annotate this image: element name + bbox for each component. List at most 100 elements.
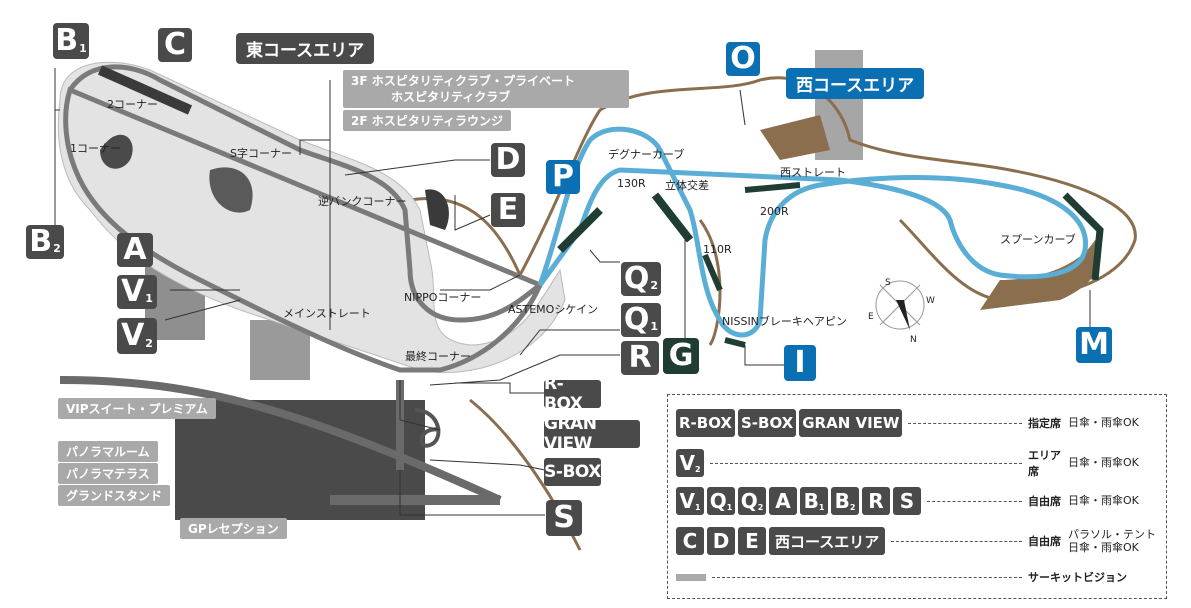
seat-c-badge[interactable]: C [158, 28, 192, 62]
seat-s-badge[interactable]: S [546, 500, 582, 536]
legend-row4-badges: C D E 西コースエリア [676, 527, 886, 555]
seat-e-letter: E [497, 192, 519, 227]
legend-row1-note: 日傘・雨傘OK [1068, 416, 1139, 430]
legend-row5-type: サーキットビジョン [1028, 571, 1127, 584]
stand-m [1062, 192, 1104, 281]
legend-rbox: R-BOX [676, 409, 735, 437]
service-road-hairpin [698, 219, 722, 346]
seat-v1-sub: 1 [145, 292, 153, 305]
legend-r: R [862, 487, 890, 515]
leader-lines [54, 68, 1091, 516]
legend-row4-note: パラソル・テント 日傘・雨傘OK [1068, 528, 1160, 554]
corner-2: 2コーナー [107, 98, 158, 111]
seat-q2-letter: Q [623, 261, 650, 296]
seat-c-letter: C [163, 27, 187, 62]
seat-b1-letter: B [55, 23, 79, 58]
legend-q2-letter: Q [740, 489, 758, 513]
corner-degner: デグナーカーブ [608, 148, 685, 161]
stand-110r [702, 253, 723, 292]
legend-row3-note: 日傘・雨傘OK [1068, 494, 1139, 508]
legend-granview: GRAN VIEW [799, 409, 903, 437]
seat-p-letter: P [552, 159, 574, 194]
hospitality-2f-label: 2F ホスピタリティラウンジ [343, 110, 512, 131]
hospitality-3f-line2: ホスピタリティクラブ [391, 90, 511, 105]
seat-r-badge[interactable]: R [621, 341, 659, 375]
corner-hairpin: NISSINブレーキヘアピン [722, 315, 847, 328]
legend-row-vision: サーキットビジョン [676, 569, 1160, 585]
legend-v1-letter: V [679, 489, 695, 513]
legend-v2-letter: V [679, 451, 695, 475]
corner-final: 最終コーナー [405, 350, 471, 363]
grandstand-label: グランドスタンド [58, 485, 171, 506]
corner-reverse-bank: 逆バンクコーナー [318, 195, 407, 208]
panorama-room-label: パノラマルーム [58, 441, 158, 462]
infield-shape [100, 134, 133, 169]
west-track [537, 126, 1089, 338]
legend-row4-note2: 日傘・雨傘OK [1068, 541, 1139, 554]
hospitality-3f-line1: 3F ホスピタリティクラブ・プライベート [351, 74, 576, 88]
east-track [63, 64, 544, 373]
legend-b2-sub: 2 [849, 503, 856, 512]
legend-row-reserved: R-BOX S-BOX GRAN VIEW 指定席 日傘・雨傘OK [676, 409, 1160, 437]
seat-o-letter: O [730, 41, 756, 76]
seat-v2-sub: 2 [145, 337, 153, 350]
legend-b2-letter: B [834, 489, 850, 513]
legend-row-free-parasol: C D E 西コースエリア 自由席 パラソル・テント 日傘・雨傘OK [676, 527, 1160, 555]
seat-v1-letter: V [121, 274, 145, 309]
corner-overpass: 立体交差 [665, 179, 709, 192]
seat-e-badge[interactable]: E [491, 193, 525, 227]
seat-i-letter: I [794, 345, 806, 380]
corner-130r: 130R [617, 177, 646, 190]
seat-i-badge[interactable]: I [784, 345, 816, 381]
sbox-badge[interactable]: S-BOX [544, 458, 601, 486]
legend-dash [927, 500, 1022, 502]
seat-p-badge[interactable]: P [546, 160, 580, 194]
legend-s: S [893, 487, 921, 515]
compass-w: W [926, 296, 935, 306]
legend-west-area: 西コースエリア [769, 527, 886, 555]
legend-e: E [738, 527, 766, 555]
granview-badge[interactable]: GRAN VIEW [544, 414, 640, 454]
stand-c [97, 65, 193, 115]
corner-nippo: NIPPOコーナー [404, 291, 482, 304]
seat-d-badge[interactable]: D [491, 143, 525, 177]
compass [875, 280, 925, 330]
legend-dash [908, 422, 1022, 424]
stand-g [651, 192, 694, 243]
hill-area [760, 115, 830, 160]
corner-astemo: ASTEMOシケイン [508, 303, 599, 316]
seat-a-badge[interactable]: A [117, 233, 153, 267]
legend-row4-note1: パラソル・テント [1068, 527, 1156, 541]
seat-q1-letter: Q [623, 302, 650, 337]
seat-m-badge[interactable]: M [1076, 327, 1112, 363]
infield-shape [209, 167, 253, 213]
legend-row4-type: 自由席 [1028, 535, 1061, 548]
rbox-badge[interactable]: R-BOX [544, 374, 601, 414]
legend-q2-sub: 2 [757, 503, 764, 512]
seat-o-badge[interactable]: O [726, 42, 760, 76]
stand-p [557, 207, 603, 253]
corner-spoon: スプーンカーブ [1000, 233, 1076, 246]
legend-q1-letter: Q [709, 489, 727, 513]
seat-q2-sub: 2 [650, 279, 659, 292]
legend-b1-letter: B [803, 489, 819, 513]
compass-n: N [910, 335, 917, 345]
legend-q1-sub: 1 [726, 503, 733, 512]
hospitality-3f-label: 3F ホスピタリティクラブ・プライベート ホスピタリティクラブ [343, 70, 629, 109]
legend-row3-type: 自由席 [1028, 495, 1061, 508]
legend-a: A [769, 487, 797, 515]
corner-200r: 200R [760, 205, 789, 218]
seat-g-badge[interactable]: G [663, 338, 699, 374]
